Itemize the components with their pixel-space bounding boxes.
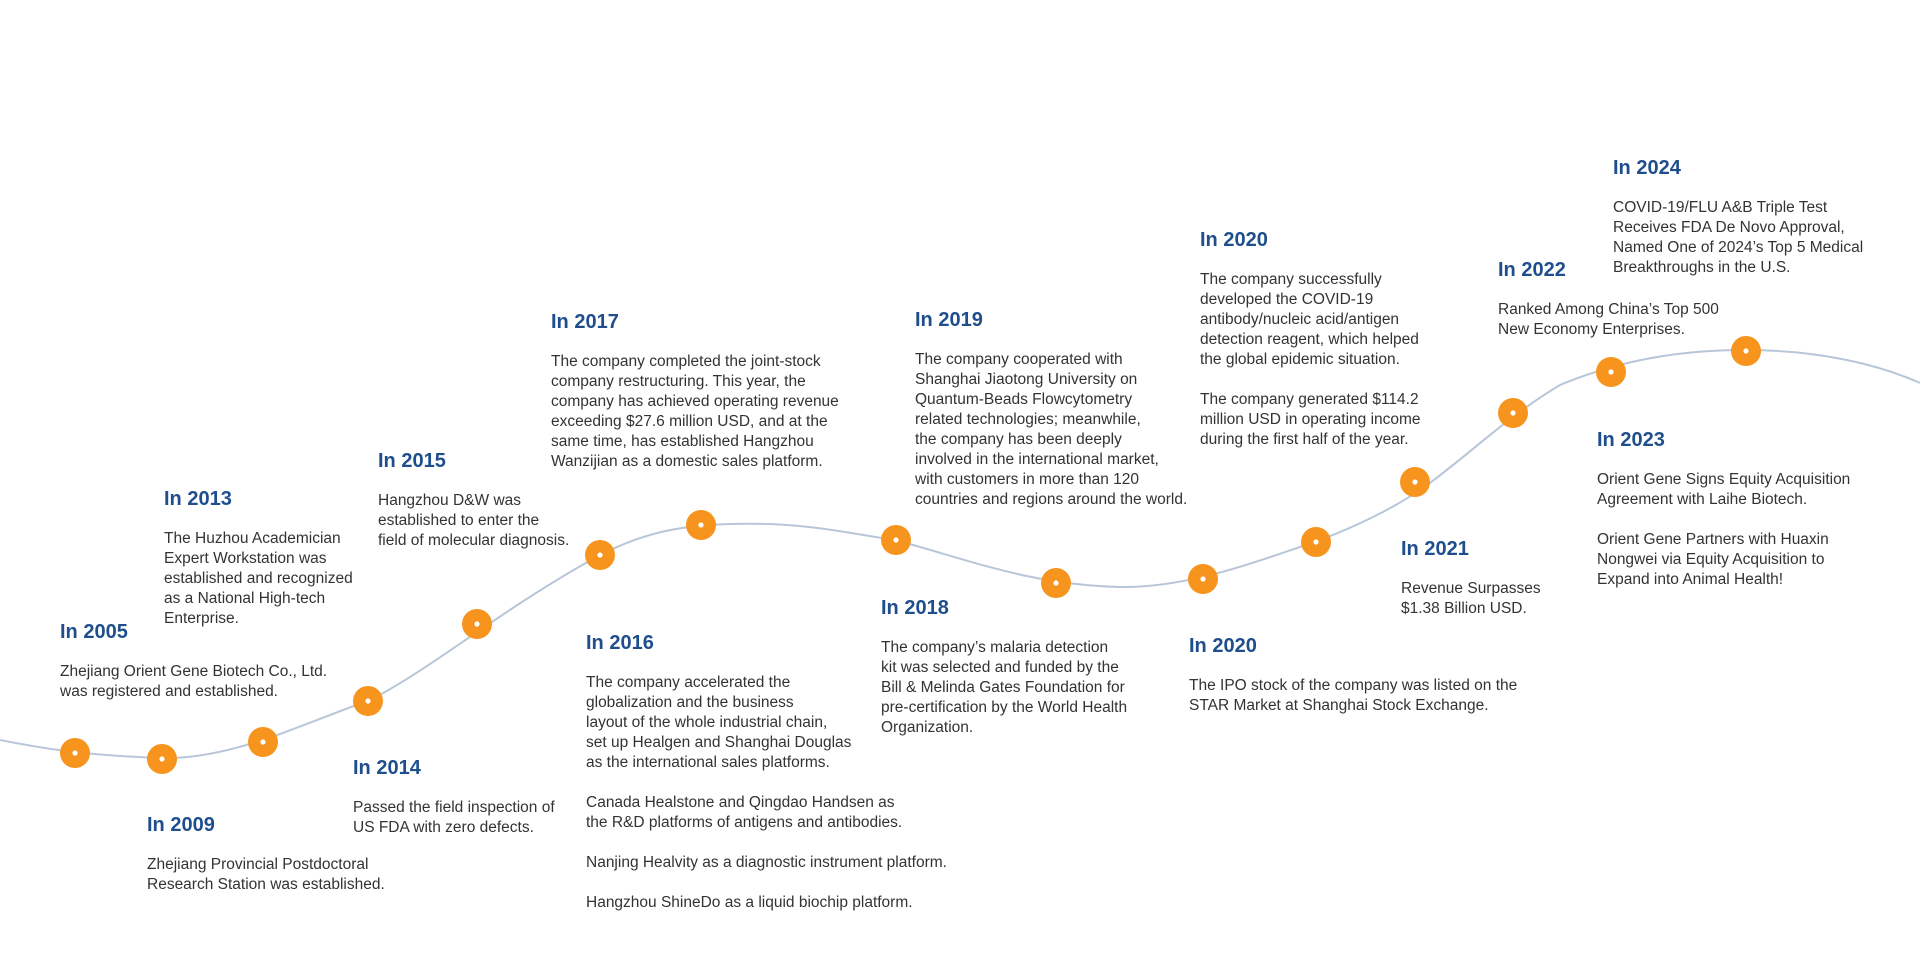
timeline-nodes [60,336,1761,774]
event-year: In 2014 [353,757,421,779]
event-text: Orient Gene Partners with Huaxin Nongwei… [1597,531,1829,588]
event-2013: In 2013 The Huzhou Academician Expert Wo… [164,487,353,629]
timeline-node-center [1510,410,1516,416]
event-text: The company successfully developed the C… [1200,271,1419,368]
timeline-node-center [365,698,371,704]
event-text: Nanjing Healvity as a diagnostic instrum… [586,854,947,871]
event-text: COVID-19/FLU A&B Triple Test Receives FD… [1613,199,1864,276]
timeline-node [1731,336,1761,366]
timeline-node-center [72,750,78,756]
event-text: Revenue Surpasses $1.38 Billion USD. [1401,580,1541,617]
timeline-node-center [1200,576,1206,582]
timeline-node-center [597,552,603,558]
event-2021: In 2021 Revenue Surpasses $1.38 Billion … [1401,537,1541,619]
event-text: Orient Gene Signs Equity Acquisition Agr… [1597,471,1851,508]
event-2024: In 2024 COVID-19/FLU A&B Triple Test Rec… [1613,156,1863,278]
event-2020-covid: In 2020 The company successfully develop… [1200,228,1421,450]
event-2009: In 2009 Zhejiang Provincial Postdoctoral… [147,813,385,895]
timeline-node-center [474,621,480,627]
event-text: The IPO stock of the company was listed … [1189,677,1518,714]
timeline-node [1400,467,1430,497]
timeline-node [1041,568,1071,598]
event-text: The company completed the joint-stock co… [551,353,839,470]
event-year: In 2016 [586,632,654,654]
event-text: The company’s malaria detection kit was … [881,639,1128,736]
timeline-node-center [1053,580,1059,586]
timeline-curve [0,348,1920,760]
event-2005: In 2005 Zhejiang Orient Gene Biotech Co.… [60,620,327,702]
timeline-node [1596,357,1626,387]
timeline-node [147,744,177,774]
timeline-node [462,609,492,639]
event-year: In 2019 [915,309,983,331]
event-text: Hangzhou ShineDo as a liquid biochip pla… [586,894,913,911]
timeline-node [1498,398,1528,428]
event-year: In 2022 [1498,259,1566,281]
event-2018: In 2018 The company’s malaria detection … [881,596,1127,738]
event-text: The company generated $114.2 million USD… [1200,391,1421,448]
event-text: The company accelerated the globalizatio… [586,674,852,771]
event-text: Passed the field inspection of US FDA wi… [353,799,555,836]
event-2019: In 2019 The company cooperated with Shan… [915,308,1187,510]
event-2020-ipo: In 2020 The IPO stock of the company was… [1189,634,1517,716]
timeline-node [1301,527,1331,557]
timeline-node [248,727,278,757]
timeline-node [585,540,615,570]
event-year: In 2015 [378,450,446,472]
timeline-node [60,738,90,768]
timeline-node [881,525,911,555]
timeline-node-center [1412,479,1418,485]
event-year: In 2021 [1401,538,1469,560]
event-year: In 2009 [147,814,215,836]
event-2023: In 2023 Orient Gene Signs Equity Acquisi… [1597,428,1850,590]
timeline-node-center [1608,369,1614,375]
timeline-node-center [698,522,704,528]
timeline-node-center [159,756,165,762]
event-2017: In 2017 The company completed the joint-… [551,310,839,472]
timeline-node [686,510,716,540]
event-2015: In 2015 Hangzhou D&W was established to … [378,449,569,551]
event-year: In 2005 [60,621,128,643]
event-year: In 2017 [551,311,619,333]
event-text: Ranked Among China’s Top 500 New Economy… [1498,301,1719,338]
event-text: The company cooperated with Shanghai Jia… [915,351,1188,508]
event-2022: In 2022 Ranked Among China’s Top 500 New… [1498,258,1719,340]
event-year: In 2020 [1189,635,1257,657]
event-year: In 2013 [164,488,232,510]
event-year: In 2024 [1613,157,1681,179]
timeline-node [353,686,383,716]
event-2014: In 2014 Passed the field inspection of U… [353,756,555,838]
event-text: Zhejiang Orient Gene Biotech Co., Ltd. w… [60,663,328,700]
timeline-node-center [893,537,899,543]
timeline-node-center [1313,539,1319,545]
event-text: Canada Healstone and Qingdao Handsen as … [586,794,903,831]
event-year: In 2023 [1597,429,1665,451]
event-year: In 2020 [1200,229,1268,251]
timeline-node-center [1743,348,1749,354]
timeline-node [1188,564,1218,594]
timeline-node-center [260,739,266,745]
event-text: Zhejiang Provincial Postdoctoral Researc… [147,856,385,893]
event-text: The Huzhou Academician Expert Workstatio… [164,530,353,627]
event-year: In 2018 [881,597,949,619]
event-text: Hangzhou D&W was established to enter th… [378,492,570,549]
event-2016: In 2016 The company accelerated the glob… [586,631,947,913]
